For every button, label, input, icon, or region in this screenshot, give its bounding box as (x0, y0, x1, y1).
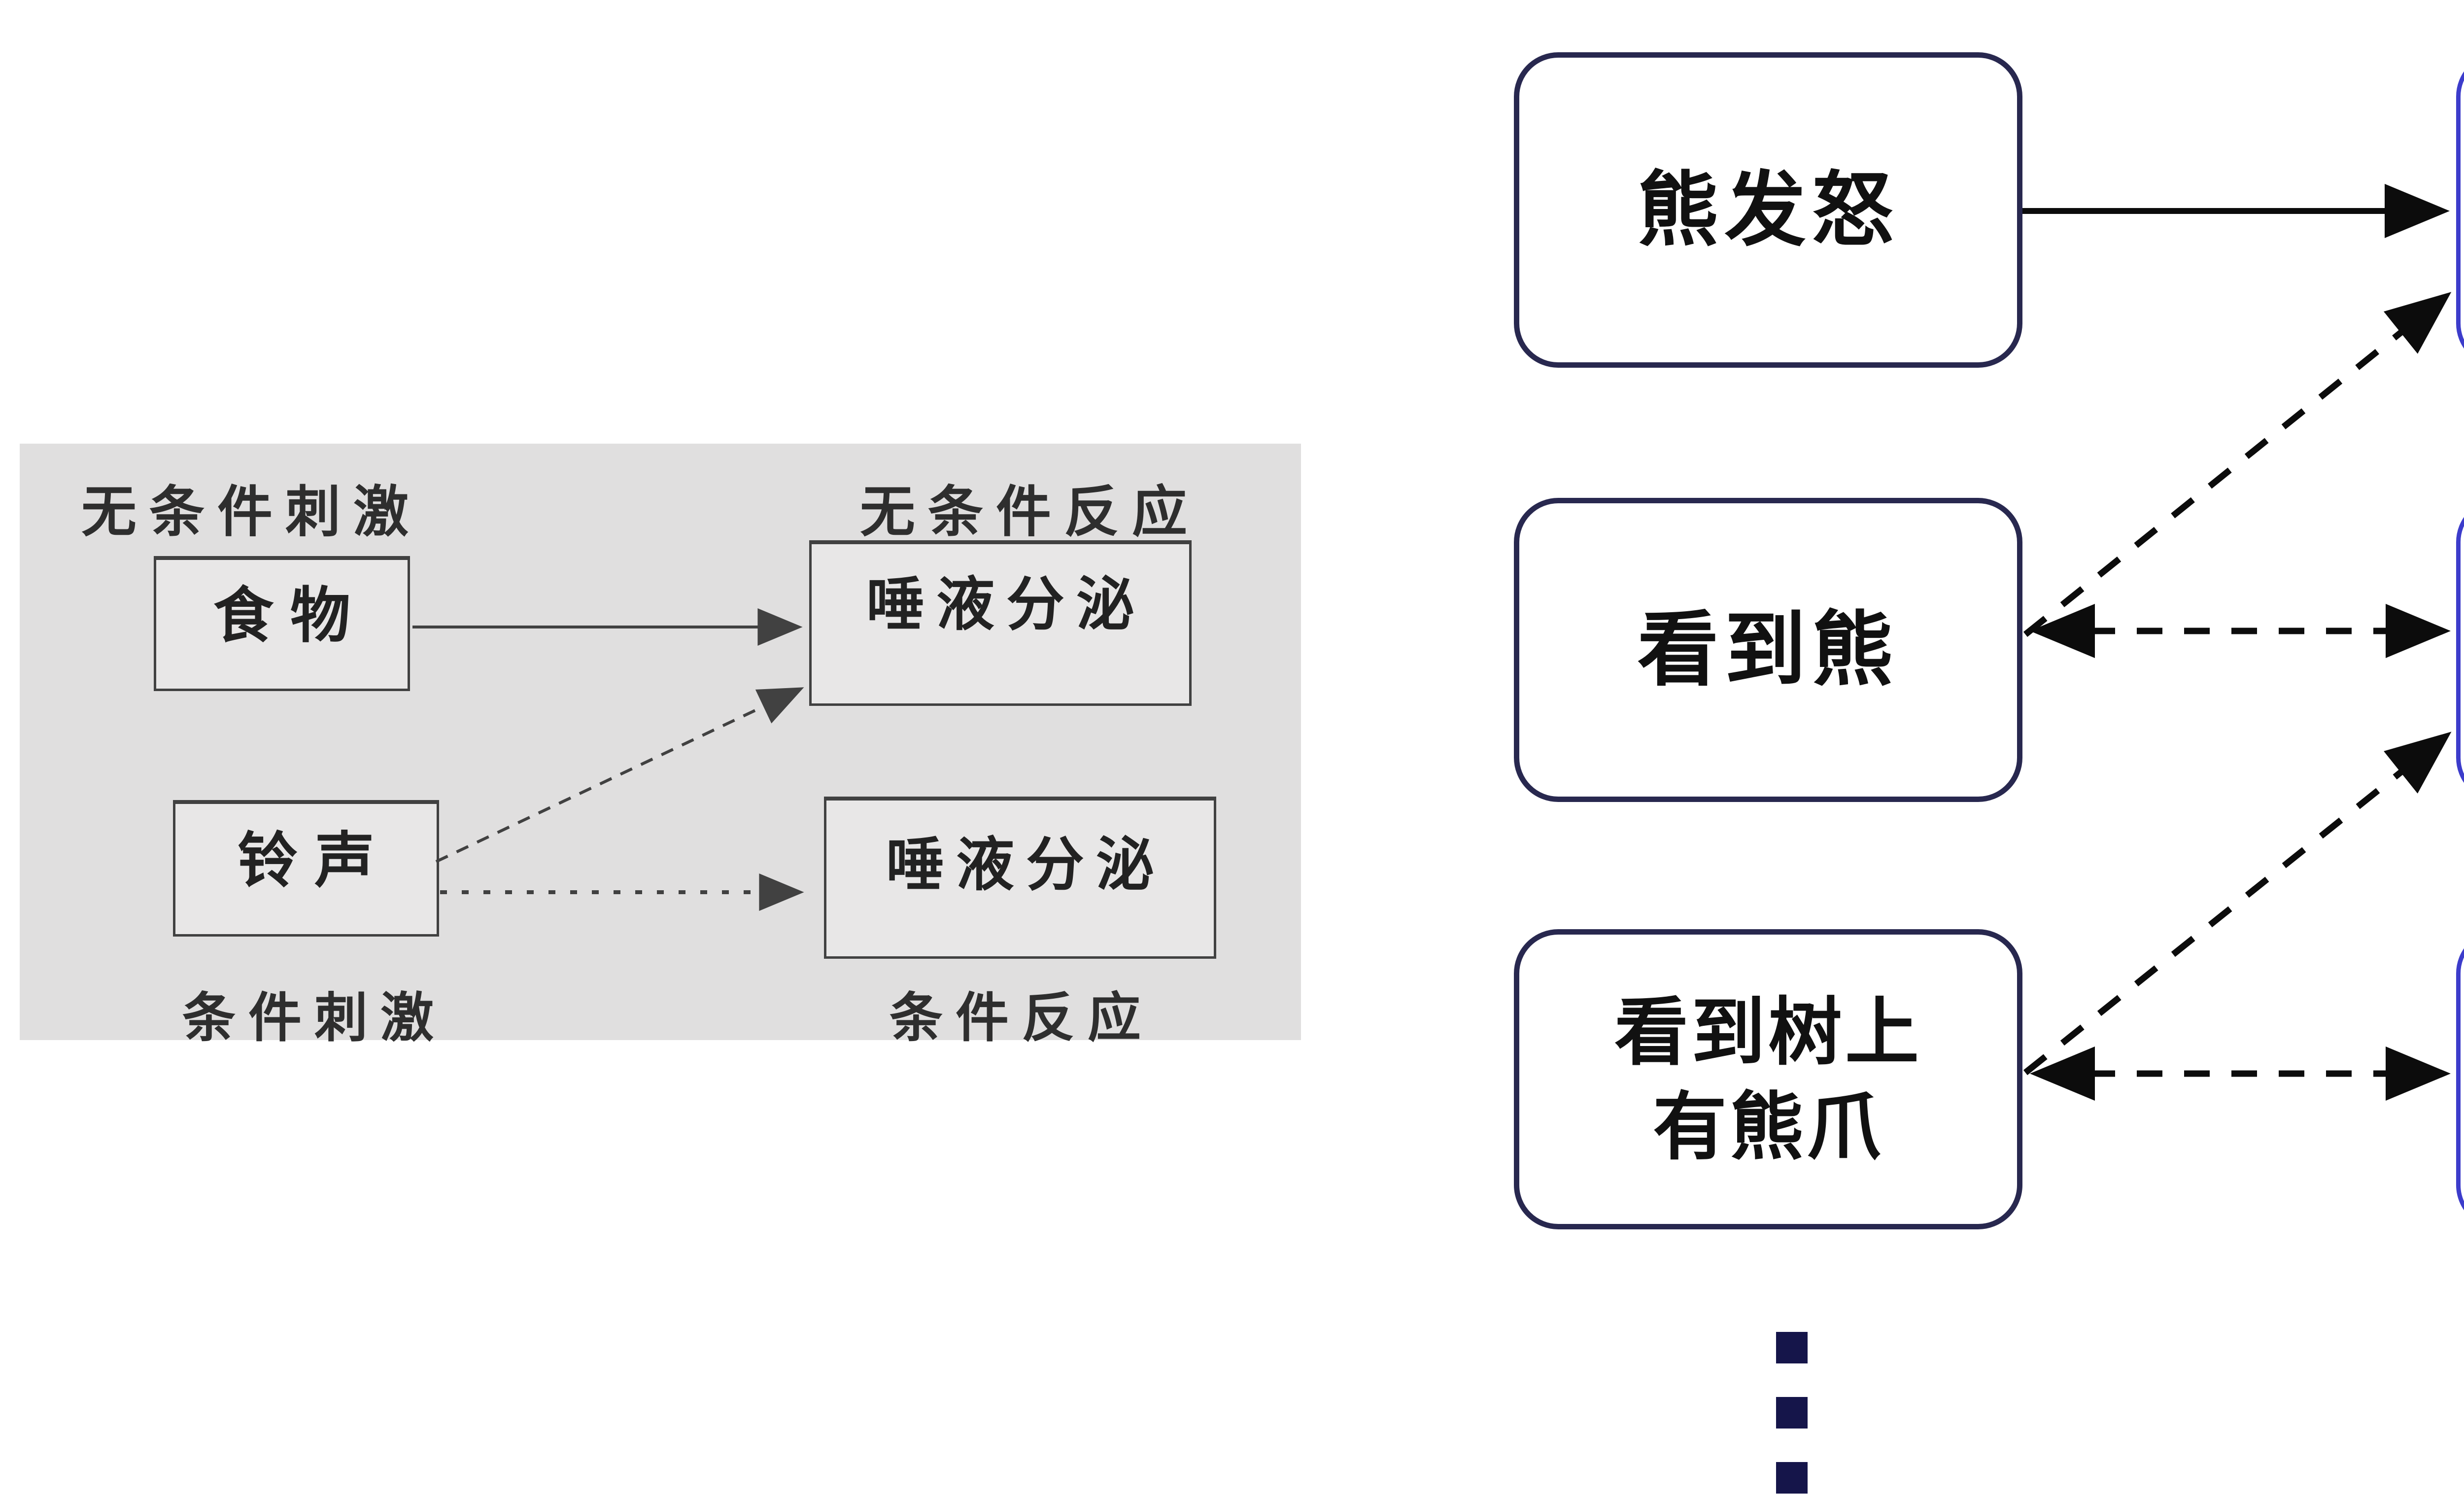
box-see-bear-label: 看到熊 (1637, 604, 1899, 696)
box-see-claws: 看到树上 有熊爪 (1514, 929, 2022, 1229)
box-salivation-bottom-label: 唾液分泌 (886, 833, 1166, 898)
box-bell-label: 铃声 (238, 827, 391, 894)
pavlov-conditioning-panel: 无条件刺激 无条件反应 食物 唾液分泌 铃声 唾液分泌 条件刺激 条件反应 (20, 444, 1301, 1047)
box-bear-angry-label: 熊发怒 (1637, 164, 1899, 255)
box-see-bear: 看到熊 (1514, 498, 2022, 802)
box-salivation-top: 唾液分泌 (809, 540, 1192, 706)
label-conditioned-response: 条件反应 (890, 988, 1154, 1047)
label-conditioned-stimulus: 条件刺激 (182, 988, 447, 1047)
box-bell: 铃声 (173, 800, 439, 937)
box-food: 食物 (154, 556, 410, 691)
box-bear-angry: 熊发怒 (1514, 52, 2022, 368)
label-unconditioned-stimulus: 无条件刺激 (81, 481, 421, 543)
arrow-see-bear-to-reward-dashed (2023, 292, 2452, 637)
box-food-label: 食物 (213, 582, 367, 649)
label-unconditioned-response: 无条件反应 (860, 481, 1200, 543)
ellipsis-dot-left-2 (1776, 1397, 1808, 1429)
ellipsis-dot-left-3 (1776, 1462, 1808, 1494)
arrow-bell-to-salivation-top-dashed (435, 687, 804, 863)
ellipsis-dot-left-1 (1776, 1332, 1808, 1363)
box-see-claws-line1: 看到树上 (1614, 990, 1922, 1074)
arrow-see-claws-to-value-next-state-dashed (2023, 732, 2452, 1076)
box-salivation-bottom: 唾液分泌 (824, 797, 1216, 959)
box-see-claws-line2: 有熊爪 (1652, 1085, 1883, 1168)
box-salivation-top-label: 唾液分泌 (866, 572, 1146, 637)
